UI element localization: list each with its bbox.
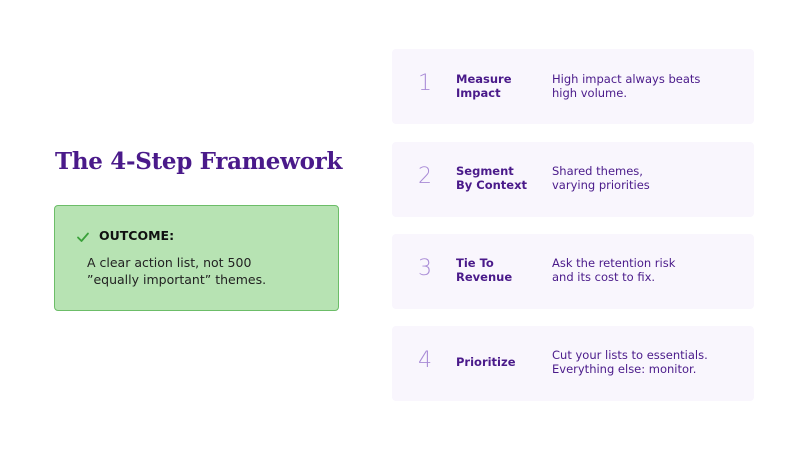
step-desc-line: Everything else: monitor. <box>552 362 697 376</box>
outcome-label: OUTCOME: <box>99 228 175 243</box>
step-desc-line: high volume. <box>552 86 627 100</box>
step-card-4: 4 Prioritize Cut your lists to essential… <box>392 326 754 401</box>
step-number: 2 <box>418 164 432 189</box>
step-name: Tie To Revenue <box>456 256 541 284</box>
step-card-1: 1 Measure Impact High impact always beat… <box>392 49 754 124</box>
outcome-text-line: A clear action list, not 500 <box>87 255 252 270</box>
outcome-text-line: ”equally important” themes. <box>87 272 267 287</box>
outcome-text: A clear action list, not 500 ”equally im… <box>87 254 327 288</box>
step-desc-line: and its cost to fix. <box>552 270 656 284</box>
step-number: 1 <box>418 71 432 96</box>
step-name-line: Impact <box>456 86 501 100</box>
outcome-box: OUTCOME: A clear action list, not 500 ”e… <box>54 205 339 311</box>
step-name-line: Measure <box>456 72 512 86</box>
page-title: The 4-Step Framework <box>55 148 343 175</box>
step-card-2: 2 Segment By Context Shared themes, vary… <box>392 142 754 217</box>
step-desc-line: Shared themes, <box>552 164 643 178</box>
step-desc-line: Cut your lists to essentials. <box>552 348 708 362</box>
step-description: Ask the retention risk and its cost to f… <box>552 256 747 284</box>
step-name-line: Segment <box>456 164 514 178</box>
step-name-line: By Context <box>456 178 528 192</box>
step-name: Segment By Context <box>456 164 541 192</box>
step-number: 3 <box>418 256 432 281</box>
step-description: Cut your lists to essentials. Everything… <box>552 348 747 376</box>
step-name-line: Prioritize <box>456 355 516 369</box>
step-desc-line: High impact always beats <box>552 72 701 86</box>
step-description: Shared themes, varying priorities <box>552 164 747 192</box>
step-name-line: Tie To <box>456 256 494 270</box>
step-description: High impact always beats high volume. <box>552 72 747 100</box>
step-desc-line: varying priorities <box>552 178 650 192</box>
step-name: Measure Impact <box>456 72 541 100</box>
check-icon <box>77 232 89 242</box>
step-number: 4 <box>418 348 432 373</box>
step-card-3: 3 Tie To Revenue Ask the retention risk … <box>392 234 754 309</box>
step-desc-line: Ask the retention risk <box>552 256 676 270</box>
step-name-line: Revenue <box>456 270 513 284</box>
step-name: Prioritize <box>456 355 541 369</box>
